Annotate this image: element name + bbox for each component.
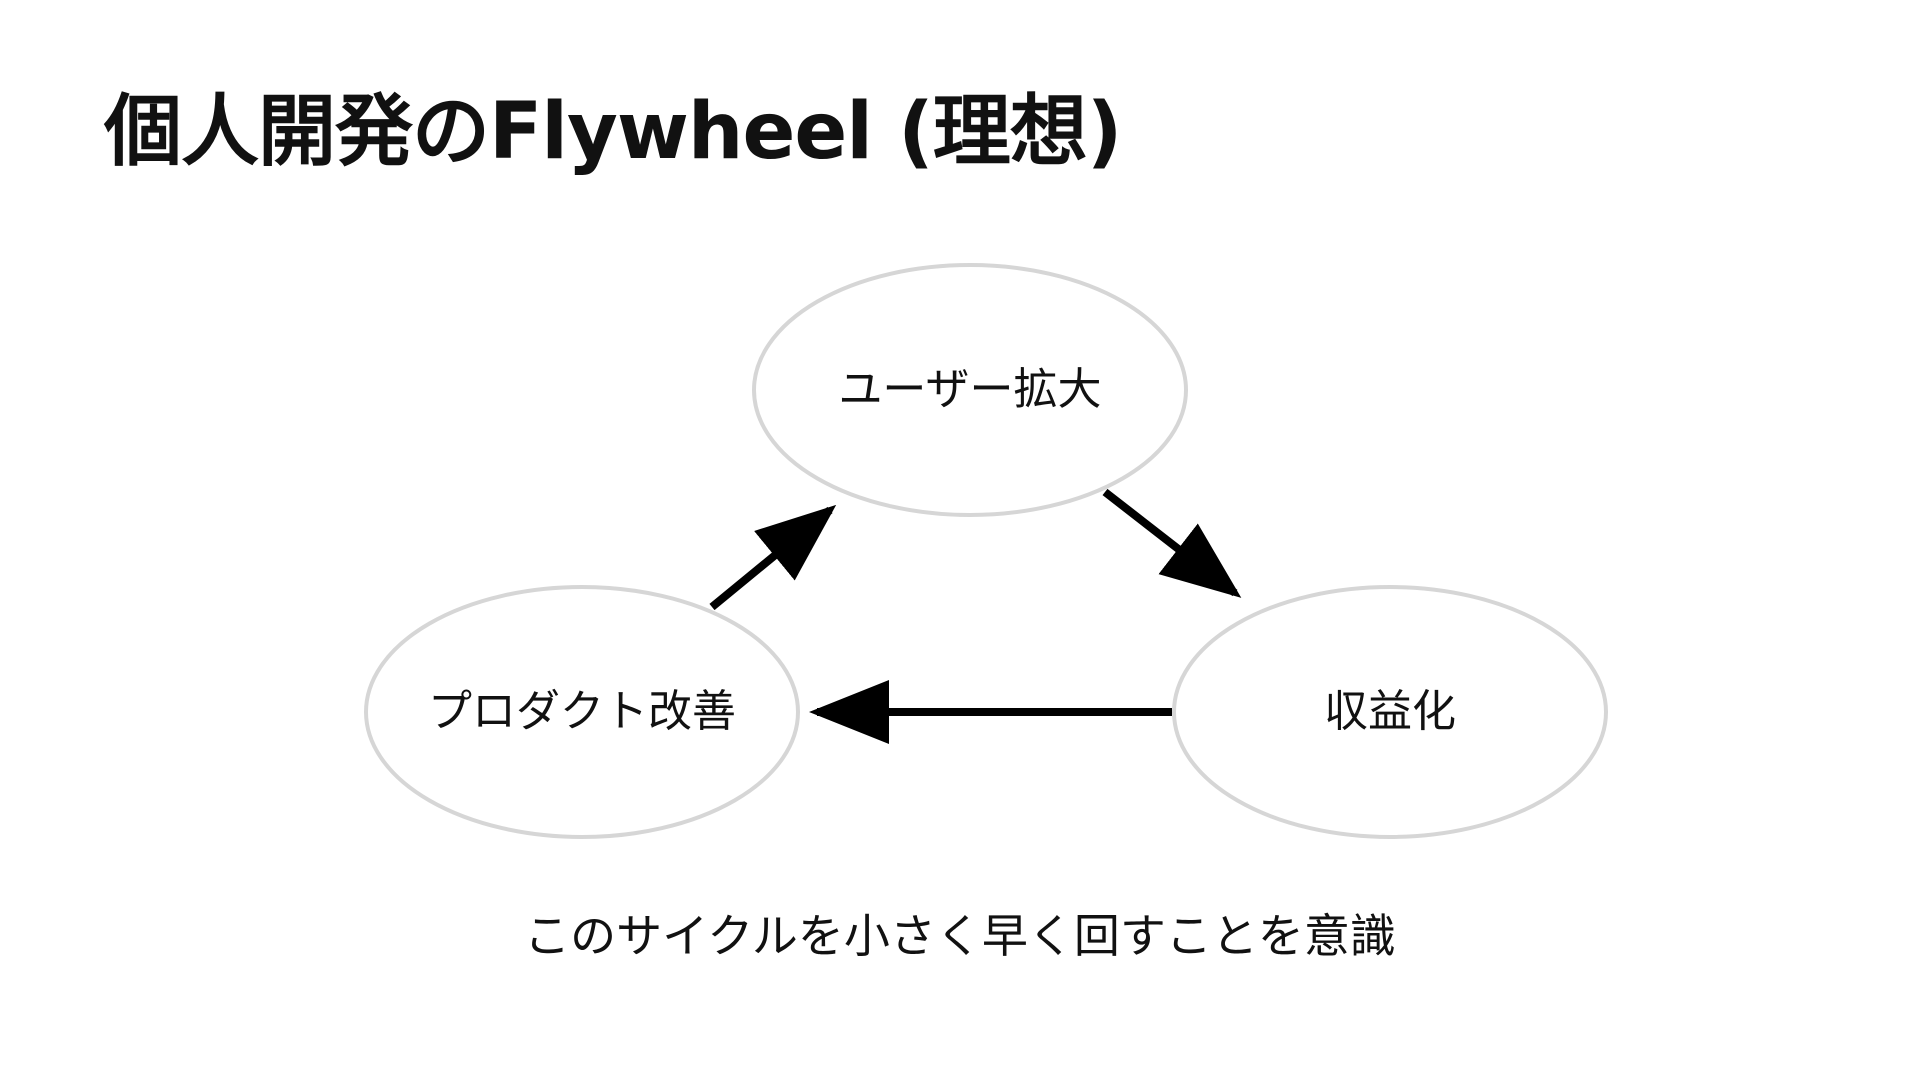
node-user-growth-ellipse bbox=[752, 263, 1188, 517]
node-monetization: 収益化 bbox=[1172, 585, 1608, 839]
node-user-growth-label: ユーザー拡大 bbox=[838, 364, 1101, 415]
node-monetization-label: 収益化 bbox=[1324, 686, 1456, 737]
caption: このサイクルを小さく早く回すことを意識 bbox=[524, 909, 1396, 963]
node-user-growth: ユーザー拡大 bbox=[752, 263, 1188, 517]
arrow-user-growth-to-monetization bbox=[1102, 488, 1242, 598]
node-product-improvement: プロダクト改善 bbox=[364, 585, 800, 839]
arrow-product-to-user-growth bbox=[709, 504, 837, 611]
node-product-improvement-label: プロダクト改善 bbox=[428, 686, 736, 737]
node-product-improvement-ellipse bbox=[364, 585, 800, 839]
slide-title: 個人開発のFlywheel (理想) bbox=[104, 87, 1122, 177]
node-monetization-ellipse bbox=[1172, 585, 1608, 839]
